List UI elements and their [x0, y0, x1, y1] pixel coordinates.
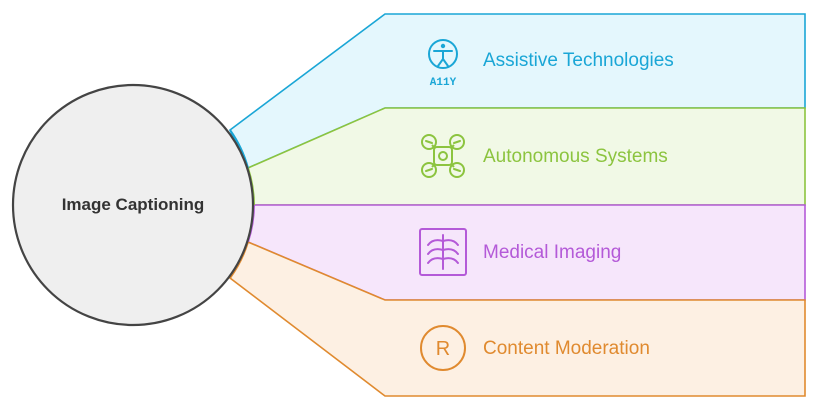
center-circle	[11, 83, 255, 327]
branch-label-content-moderation: Content Moderation	[483, 338, 650, 359]
drone-icon	[421, 134, 465, 178]
center-label: Image Captioning	[61, 195, 205, 214]
branch-label-assistive-technologies: Assistive Technologies	[483, 50, 674, 71]
a11y-caption: A11Y	[430, 77, 457, 89]
accessibility-icon: A11Y	[428, 39, 458, 89]
branch-label-autonomous-systems: Autonomous Systems	[483, 146, 668, 167]
registered-caption: R	[436, 338, 450, 360]
branch-label-medical-imaging: Medical Imaging	[483, 242, 622, 263]
xray-icon	[419, 228, 467, 276]
registered-icon: R	[420, 325, 466, 371]
